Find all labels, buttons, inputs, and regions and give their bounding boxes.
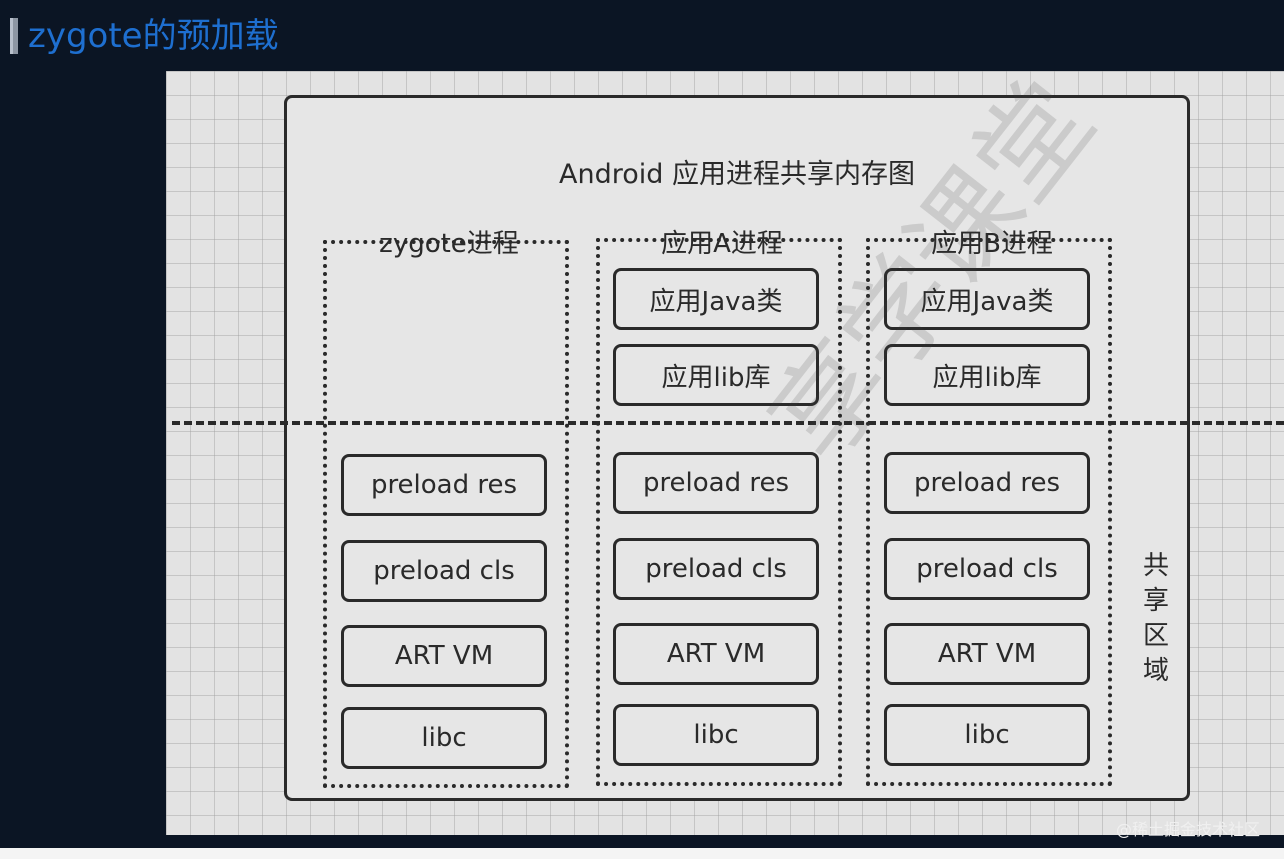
heading-bar: zygote的预加载 [10, 14, 279, 58]
heading-marker-icon [10, 18, 18, 54]
process-container-zygote [323, 240, 569, 788]
shared-region-char: 区 [1142, 621, 1169, 651]
zygote-preload-res-box: preload res [341, 454, 547, 516]
app-a-libc-box: libc [613, 704, 819, 766]
app-b-preload-cls-box: preload cls [884, 538, 1090, 600]
diagram-title: Android 应用进程共享内存图 [559, 159, 915, 190]
shared-region-char: 共 [1142, 551, 1169, 581]
diagram-frame: Android 应用进程共享内存图 zygote进程 应用A进程 应用B进程 应… [284, 95, 1190, 801]
zygote-libc-box: libc [341, 707, 547, 769]
process-container-app-b [866, 238, 1112, 786]
app-b-libc-box: libc [884, 704, 1090, 766]
column-label-app-a: 应用A进程 [661, 229, 783, 259]
app-b-preload-res-box: preload res [884, 452, 1090, 514]
app-a-preload-cls-box: preload cls [613, 538, 819, 600]
bottom-strip [0, 848, 1284, 859]
app-b-lib-box: 应用lib库 [884, 344, 1090, 406]
app-a-art-vm-box: ART VM [613, 623, 819, 685]
process-container-app-a [596, 238, 842, 786]
shared-region-char: 域 [1142, 656, 1169, 686]
app-a-lib-box: 应用lib库 [613, 344, 819, 406]
diagram-canvas: Android 应用进程共享内存图 zygote进程 应用A进程 应用B进程 应… [166, 71, 1284, 835]
shared-region-label: 共 享 区 域 [1138, 549, 1174, 689]
app-a-preload-res-box: preload res [613, 452, 819, 514]
app-b-java-class-box: 应用Java类 [884, 268, 1090, 330]
source-credit: @稀土掘金技术社区 [1115, 820, 1260, 839]
page-title: zygote的预加载 [28, 16, 279, 56]
column-label-zygote: zygote进程 [379, 229, 519, 259]
column-label-app-b: 应用B进程 [931, 229, 1053, 259]
shared-region-char: 享 [1142, 586, 1169, 616]
zygote-preload-cls-box: preload cls [341, 540, 547, 602]
shared-region-divider [172, 421, 1284, 425]
zygote-art-vm-box: ART VM [341, 625, 547, 687]
app-b-art-vm-box: ART VM [884, 623, 1090, 685]
app-a-java-class-box: 应用Java类 [613, 268, 819, 330]
